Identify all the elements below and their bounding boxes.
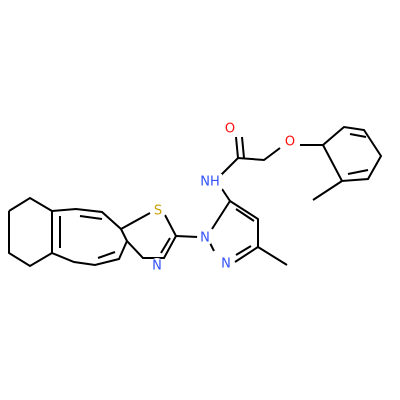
pyrazole-methyl-bond (257, 246, 288, 266)
pyrazole-double-bonds (235, 208, 255, 256)
carbonyl-oxygen-atom: O (222, 121, 238, 137)
bond-skeleton (8, 125, 383, 268)
atom-labels: O O NH S N N N (149, 121, 298, 274)
thiazole-nitrogen-label: N (152, 259, 162, 274)
amide-nh-label: NH (200, 175, 220, 190)
pyrazole-ring (209, 199, 259, 263)
amide-nh-atom: NH (198, 174, 222, 190)
pyrazole-n2-atom: N (218, 256, 234, 272)
amide-chain (218, 147, 281, 202)
thiazole-inner-double-bond (160, 237, 171, 254)
thiazole-sulfur-label: S (154, 204, 162, 219)
carbonyl-oxygen-label: O (225, 122, 235, 137)
tolyl-methyl-bond (312, 180, 343, 201)
tetrahydro-ring (8, 196, 53, 268)
thiazole-ring (120, 212, 178, 259)
pyrazole-n2-label: N (221, 257, 231, 272)
benzo-ring (51, 207, 128, 267)
thiazole-pyrazole-bond (175, 235, 199, 238)
pyrazole-n1-label: N (200, 231, 210, 246)
carbonyl-double-bond (235, 136, 245, 159)
ether-oxygen-label: O (285, 135, 295, 150)
aryl-ring-inner-double-bonds (347, 133, 369, 175)
pyrazole-n1-atom: N (197, 230, 213, 246)
aryl-ring (300, 125, 383, 183)
ether-oxygen-atom: O (282, 134, 298, 150)
benzo-ring-inner-double-bonds (59, 215, 116, 259)
thiazole-sulfur-atom: S (150, 203, 166, 219)
thiazole-nitrogen-atom: N (149, 258, 165, 274)
